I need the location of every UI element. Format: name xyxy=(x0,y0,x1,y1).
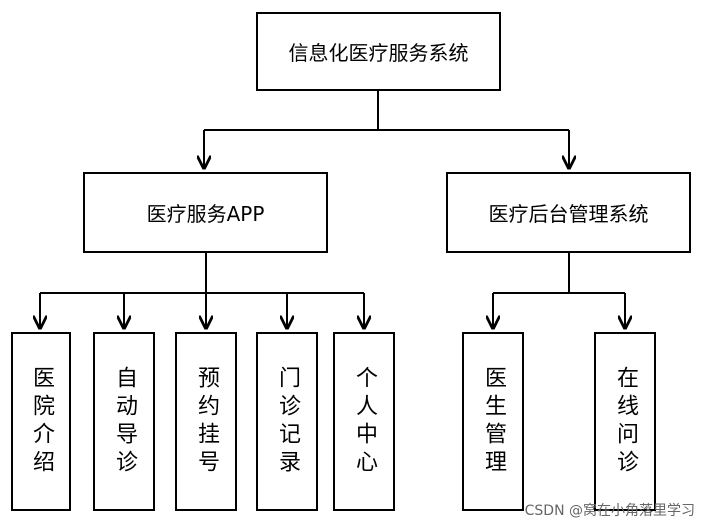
app-child-node-3: 预约挂号 xyxy=(175,332,237,511)
admin-node-label: 医疗后台管理系统 xyxy=(488,202,649,226)
app-child-label-2: 自动导诊 xyxy=(112,365,137,478)
app-node: 医疗服务APP xyxy=(83,172,328,253)
app-child-node-1: 医院介绍 xyxy=(11,332,71,511)
app-node-label: 医疗服务APP xyxy=(146,202,265,226)
admin-child-label-1: 医生管理 xyxy=(481,365,506,478)
admin-child-node-1: 医生管理 xyxy=(462,332,524,511)
admin-child-label-2: 在线问诊 xyxy=(613,365,638,478)
admin-child-node-2: 在线问诊 xyxy=(594,332,656,511)
root-node: 信息化医疗服务系统 xyxy=(256,12,501,91)
app-child-label-1: 医院介绍 xyxy=(29,365,54,478)
admin-node: 医疗后台管理系统 xyxy=(446,172,691,253)
app-child-node-4: 门诊记录 xyxy=(256,332,318,511)
root-node-label: 信息化医疗服务系统 xyxy=(288,41,469,65)
app-child-node-5: 个人中心 xyxy=(333,332,395,511)
app-child-label-4: 门诊记录 xyxy=(275,365,300,478)
watermark-text: CSDN @窝在小角落里学习 xyxy=(524,503,695,519)
app-child-label-5: 个人中心 xyxy=(352,365,377,478)
app-child-label-3: 预约挂号 xyxy=(194,365,219,478)
app-child-node-2: 自动导诊 xyxy=(93,332,155,511)
